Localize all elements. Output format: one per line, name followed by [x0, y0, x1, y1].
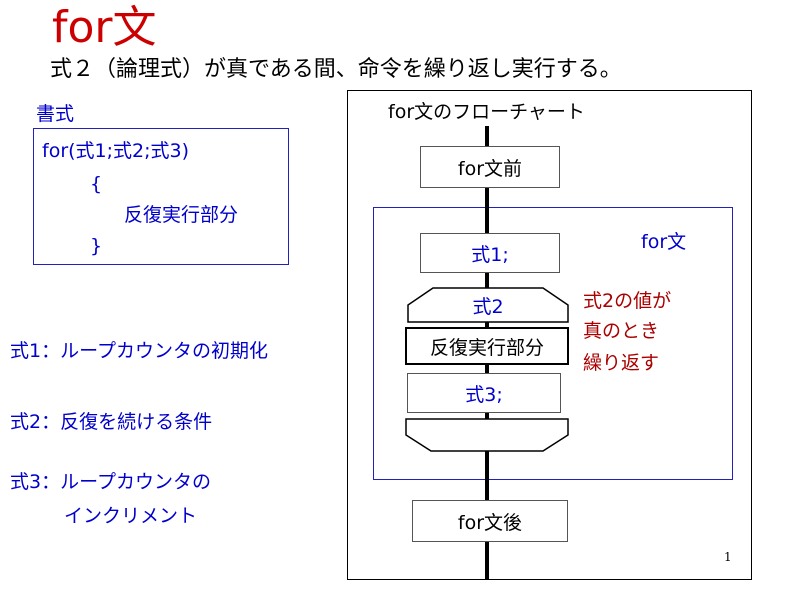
code-line-for: for(式1;式2;式3) — [42, 140, 190, 162]
page-subtitle: 式２（論理式）が真である間、命令を繰り返し実行する。 — [50, 57, 622, 82]
page-number: 1 — [724, 550, 732, 564]
note-expr3-line2: インクリメント — [64, 505, 198, 527]
condition-note-line3: 繰り返す — [583, 352, 660, 374]
format-label: 書式 — [36, 103, 75, 125]
box-expr3: 式3; — [407, 373, 561, 413]
loop-start-label: 式2 — [472, 295, 504, 318]
page-title: for文 — [52, 2, 157, 53]
loop-start-shape — [407, 287, 569, 323]
condition-note-line2: 真のとき — [583, 320, 660, 342]
box-for-after: for文後 — [412, 500, 568, 542]
code-line-body: 反復実行部分 — [124, 204, 239, 226]
flowchart-frame — [347, 90, 752, 580]
box-loop-body: 反復実行部分 — [405, 327, 569, 365]
for-loop-region — [373, 207, 733, 480]
box-for-before: for文前 — [420, 146, 560, 188]
format-box — [33, 128, 289, 265]
code-line-open-brace: { — [90, 173, 103, 195]
loop-end-shape — [405, 418, 569, 452]
flowchart-title: for文のフローチャート — [388, 101, 585, 123]
for-loop-region-label: for文 — [641, 231, 687, 253]
note-expr3-line1: 式3：ループカウンタの — [10, 471, 211, 493]
note-expr2: 式2：反復を続ける条件 — [10, 411, 213, 433]
note-expr1: 式1：ループカウンタの初期化 — [10, 340, 268, 362]
condition-note-line1: 式2の値が — [583, 290, 672, 312]
box-expr1: 式1; — [420, 233, 560, 273]
code-line-close-brace: } — [90, 235, 103, 257]
